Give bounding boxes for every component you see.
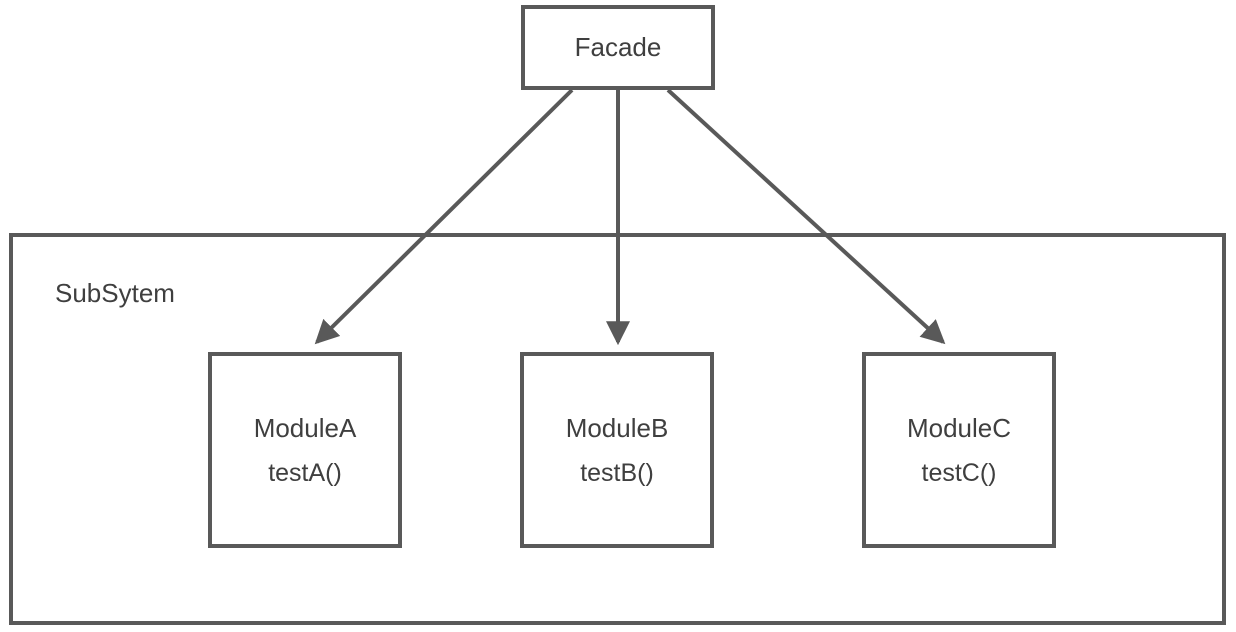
subsystem-label: SubSytem <box>55 278 175 308</box>
module-b-name: ModuleB <box>565 412 669 443</box>
facade-label: Facade <box>574 32 662 62</box>
module-b-method: testB() <box>580 458 654 487</box>
module-c-method: testC() <box>921 458 997 487</box>
facade-box: Facade <box>521 5 715 90</box>
module-b-box: ModuleB testB() <box>520 352 714 548</box>
module-c-box: ModuleC testC() <box>862 352 1056 548</box>
module-c-name: ModuleC <box>906 412 1012 443</box>
module-a-method: testA() <box>268 458 342 487</box>
module-a-name: ModuleA <box>253 412 357 443</box>
module-a-box: ModuleA testA() <box>208 352 402 548</box>
